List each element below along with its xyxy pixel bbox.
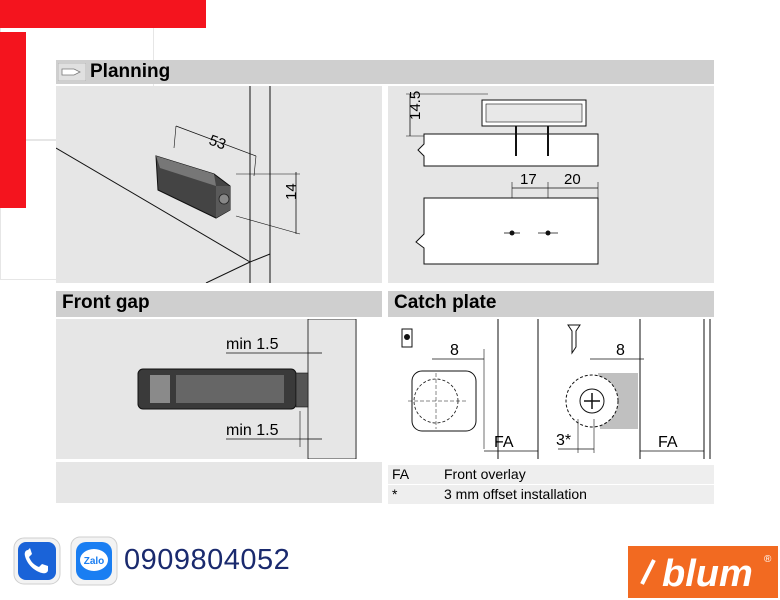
dim-height-left-label: 14 — [283, 183, 300, 200]
dim-length-label: 53 — [207, 132, 228, 154]
legend-row: FA Front overlay — [388, 465, 714, 484]
front-gap-top-label: min 1.5 — [226, 336, 279, 353]
svg-text:®: ® — [764, 554, 772, 565]
front-gap-diagram: min 1.5 min 1.5 — [137, 319, 357, 459]
catch-right-width-label: 8 — [616, 342, 625, 359]
dim-height-right-label: 14.5 — [407, 91, 424, 120]
screw-icon — [567, 324, 581, 355]
zalo-icon[interactable]: Zalo — [70, 536, 118, 586]
planning-header: Planning — [56, 60, 714, 84]
section-title-front-gap: Front gap — [62, 292, 150, 313]
planning-perspective-diagram: 53 14 — [56, 86, 301, 283]
damper-body — [155, 155, 231, 219]
front-gap-bottom-label: min 1.5 — [226, 422, 279, 439]
front-gap-panel-lower — [56, 462, 382, 503]
catch-plate-left-diagram: 8 FA — [401, 319, 539, 459]
legend-key: * — [392, 486, 398, 502]
front-gap-header: Front gap — [56, 291, 382, 317]
clip-icon — [401, 328, 413, 348]
legend-key: FA — [392, 466, 410, 482]
phone-number[interactable]: 0909804052 — [124, 544, 291, 576]
brand-label: blum — [662, 553, 753, 595]
zalo-label: Zalo — [84, 556, 105, 567]
catch-offset-label: 3* — [556, 432, 571, 449]
legend-row: * 3 mm offset installation — [388, 485, 714, 504]
catch-plate-header: Catch plate — [388, 291, 714, 317]
catch-right-fa-label: FA — [658, 434, 678, 451]
dim-offset-b-label: 20 — [564, 171, 581, 188]
catch-plate-right-diagram: 8 3* FA — [556, 319, 711, 459]
section-title-catch-plate: Catch plate — [394, 292, 497, 313]
blum-logo: blum ® — [628, 546, 778, 598]
planning-section-diagram: 14.5 17 20 — [406, 91, 599, 265]
catch-left-fa-label: FA — [494, 434, 514, 451]
damper-side-view — [137, 368, 309, 410]
planning-header-icon — [58, 63, 86, 81]
red-accent-bar-left — [0, 32, 26, 208]
dim-offset-a-label: 17 — [520, 171, 537, 188]
red-accent-bar-top — [0, 0, 206, 28]
phone-icon[interactable] — [12, 536, 62, 586]
legend-table: FA Front overlay * 3 mm offset installat… — [388, 465, 714, 505]
legend-value: 3 mm offset installation — [444, 486, 587, 502]
legend-value: Front overlay — [444, 466, 526, 482]
section-title-planning: Planning — [90, 61, 171, 82]
catch-left-width-label: 8 — [450, 342, 459, 359]
